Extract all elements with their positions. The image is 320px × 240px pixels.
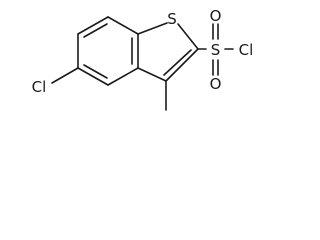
molecule-structure: Cl S S O O Cl [32, 7, 254, 111]
atom-label-chlorine-sulfonyl: Cl [239, 41, 254, 59]
sulfonyl-oxygen-lower-double-bond [212, 59, 219, 76]
bond-c3-c3a [137, 67, 167, 82]
bond-c3a-c4 [107, 67, 139, 86]
thiophene-ring [137, 22, 199, 82]
bond-c2-c3 [165, 48, 199, 82]
bond-c7-c7a [107, 16, 139, 35]
bond-c7a-s1 [137, 22, 168, 35]
bond-c5-chlorine [51, 67, 79, 84]
double-bond-c6-c7 [83, 23, 108, 38]
atom-label-oxygen-upper: O [210, 7, 222, 25]
bond-c6-c7 [77, 16, 109, 35]
atom-label-oxygen-lower: O [210, 75, 222, 93]
bond-c4-c5 [77, 67, 109, 86]
bond-s1-c2 [177, 23, 199, 50]
double-bond-c2-c3 [163, 49, 192, 76]
atom-label-sulfur-ring: S [167, 10, 177, 28]
benzene-ring [77, 16, 139, 86]
double-bond-c4-c5 [83, 64, 108, 79]
atom-label-chlorine-ring: Cl [32, 78, 47, 96]
atom-label-sulfur-sulfonyl: S [211, 41, 221, 59]
sulfonyl-oxygen-upper-double-bond [212, 23, 219, 40]
